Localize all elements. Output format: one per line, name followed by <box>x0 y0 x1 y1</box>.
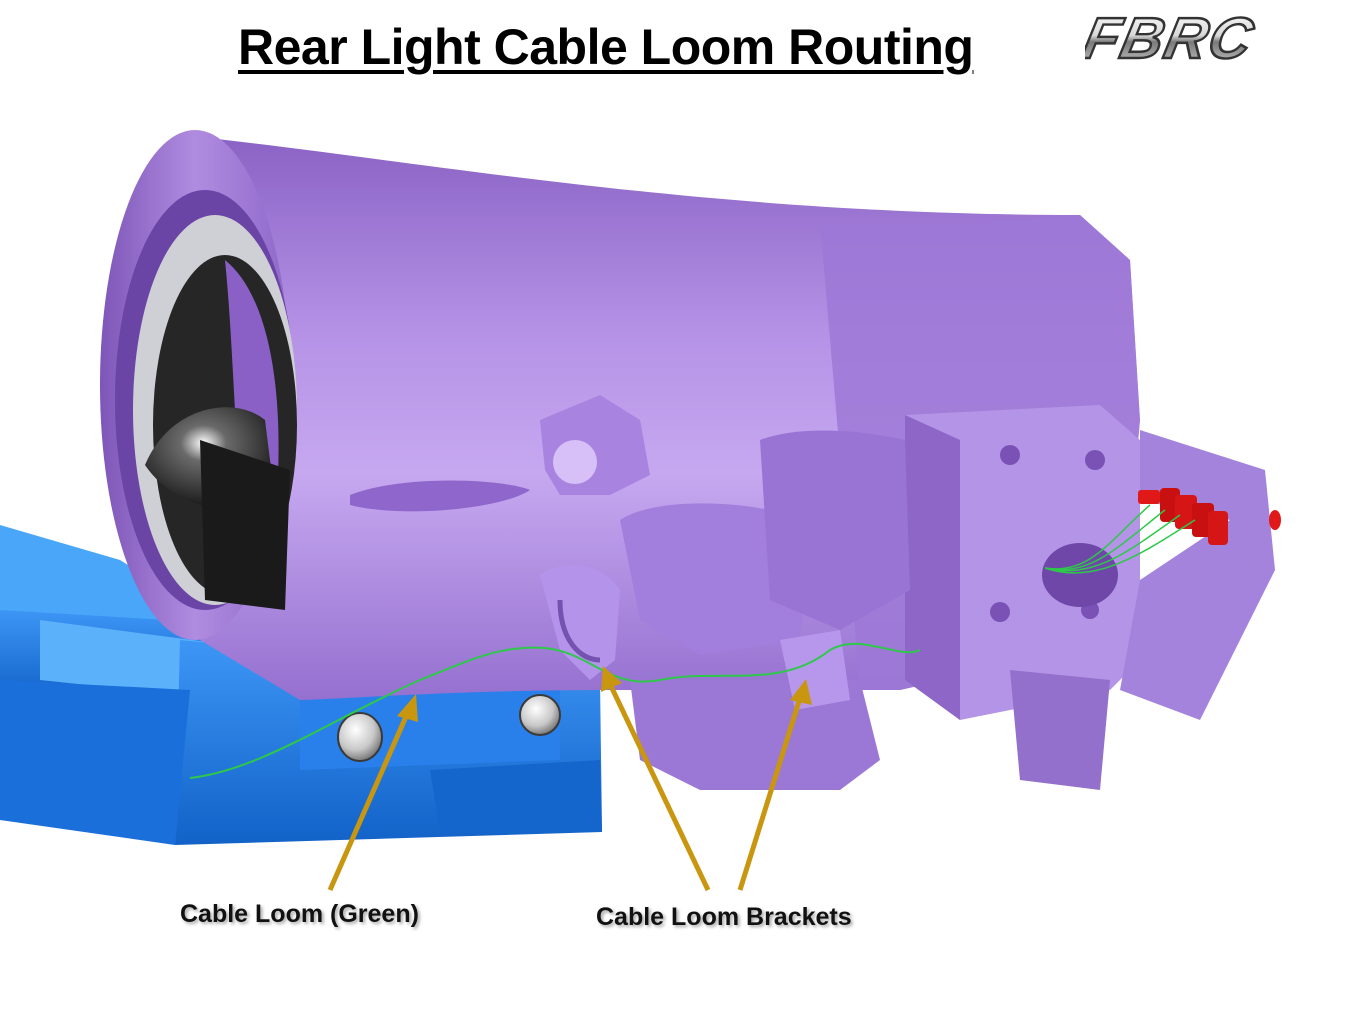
arrow-bracket-1 <box>601 666 711 892</box>
callout-arrows <box>327 666 812 892</box>
cable-fan-out <box>1044 504 1196 574</box>
chassis-bolt <box>337 712 383 762</box>
arrow-bracket-2 <box>737 679 812 891</box>
fbrc-logo: FBRC <box>1085 8 1262 68</box>
logo-text: FBRC <box>1085 8 1260 68</box>
light-connectors <box>1138 488 1281 545</box>
cable-loom-label: Cable Loom (Green) <box>180 900 419 928</box>
page-title: Rear Light Cable Loom Routing <box>238 19 974 75</box>
chassis-bolt <box>519 694 561 736</box>
cable-loom-brackets-label: Cable Loom Brackets <box>596 903 852 931</box>
arrow-cable-loom <box>327 694 418 892</box>
cable-loom <box>189 642 921 779</box>
